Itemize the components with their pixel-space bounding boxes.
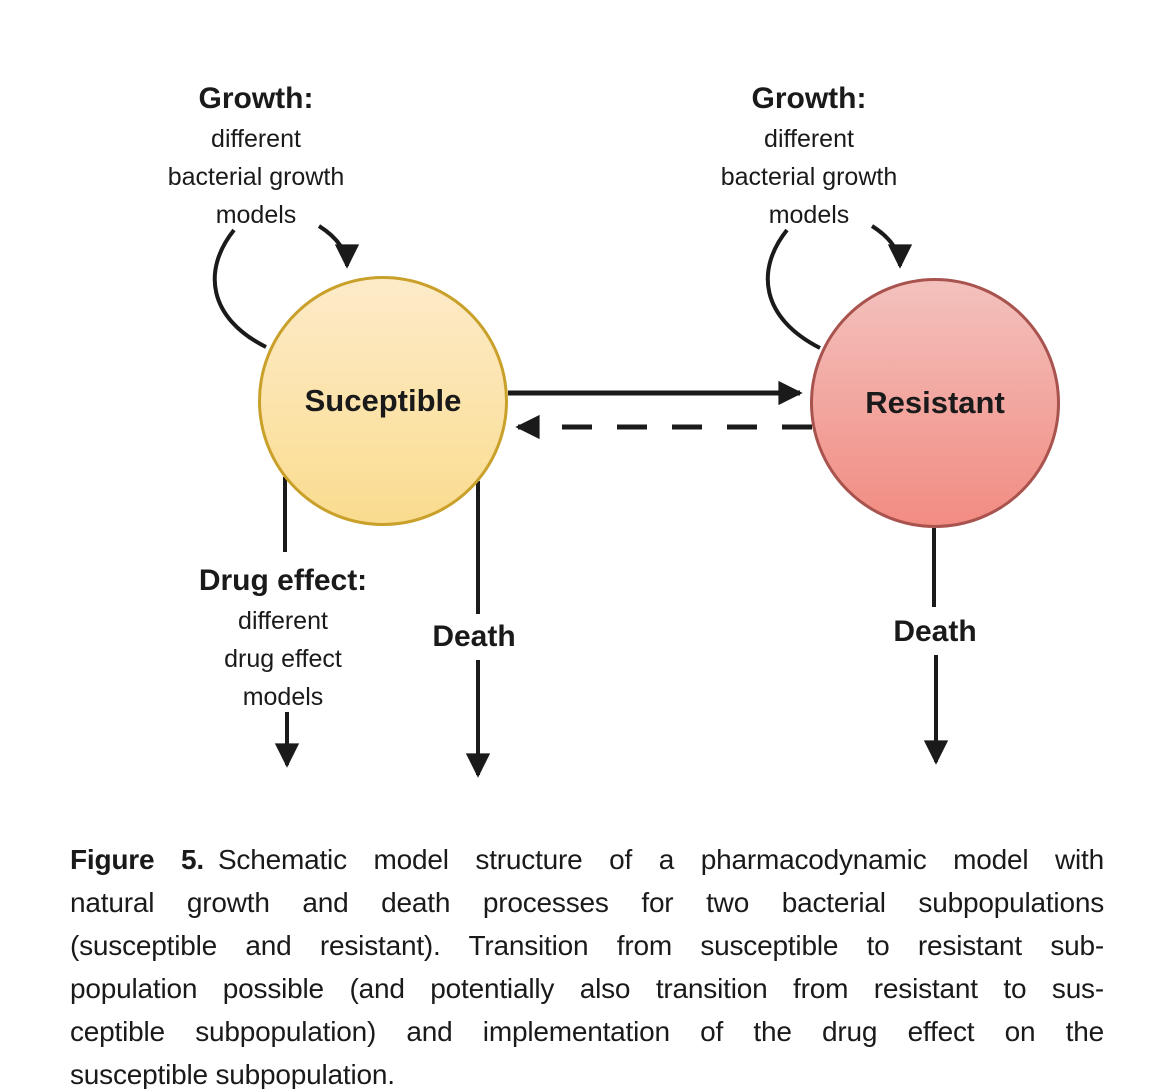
- growth-loop-arrow-resistant: [870, 224, 913, 269]
- figure-number: Figure 5.: [70, 844, 204, 875]
- growth-label-susceptible: Growth: different bacterial growth model…: [106, 78, 406, 234]
- caption-line: population possible (and potentially als…: [70, 973, 1104, 1004]
- death-label-susceptible: Death: [432, 620, 516, 653]
- node-susceptible-label: Suceptible: [304, 383, 462, 418]
- growth-title: Growth:: [198, 82, 314, 115]
- caption-line: ceptible subpopulation) and implementati…: [70, 1016, 1104, 1047]
- growth-title: Growth:: [751, 82, 867, 115]
- caption-line: susceptible subpopulation.: [70, 1059, 395, 1089]
- figure-caption: Figure 5. Schematic model structure of a …: [70, 838, 1104, 1089]
- drug-effect-label: Drug effect: different drug effect model…: [133, 560, 433, 716]
- growth-line: different: [764, 125, 854, 153]
- node-resistant: Resistant: [810, 278, 1060, 528]
- growth-line: models: [215, 201, 297, 229]
- growth-line: bacterial growth: [167, 163, 345, 191]
- growth-loop-tail-resistant: [765, 228, 821, 350]
- drug-effect-title: Drug effect:: [198, 564, 368, 597]
- node-susceptible: Suceptible: [258, 276, 508, 526]
- caption-text: Schematic model structure of a pharmacod…: [217, 844, 1105, 875]
- growth-loop-tail-susceptible: [212, 228, 267, 349]
- drug-effect-line: different: [238, 607, 328, 635]
- growth-line: different: [211, 125, 301, 153]
- growth-label-resistant: Growth: different bacterial growth model…: [659, 78, 959, 234]
- drug-effect-line: drug effect: [224, 645, 342, 673]
- caption-line: natural growth and death processes for t…: [70, 887, 1104, 918]
- growth-line: models: [768, 201, 850, 229]
- caption-line: Figure 5. Schematic model structure of a …: [70, 838, 1104, 881]
- caption-line: (susceptible and resistant). Transition …: [70, 930, 1104, 961]
- node-resistant-label: Resistant: [865, 385, 1005, 420]
- drug-effect-line: models: [242, 683, 324, 711]
- growth-line: bacterial growth: [720, 163, 898, 191]
- growth-loop-arrow-susceptible: [317, 224, 360, 269]
- death-label-resistant: Death: [893, 615, 977, 648]
